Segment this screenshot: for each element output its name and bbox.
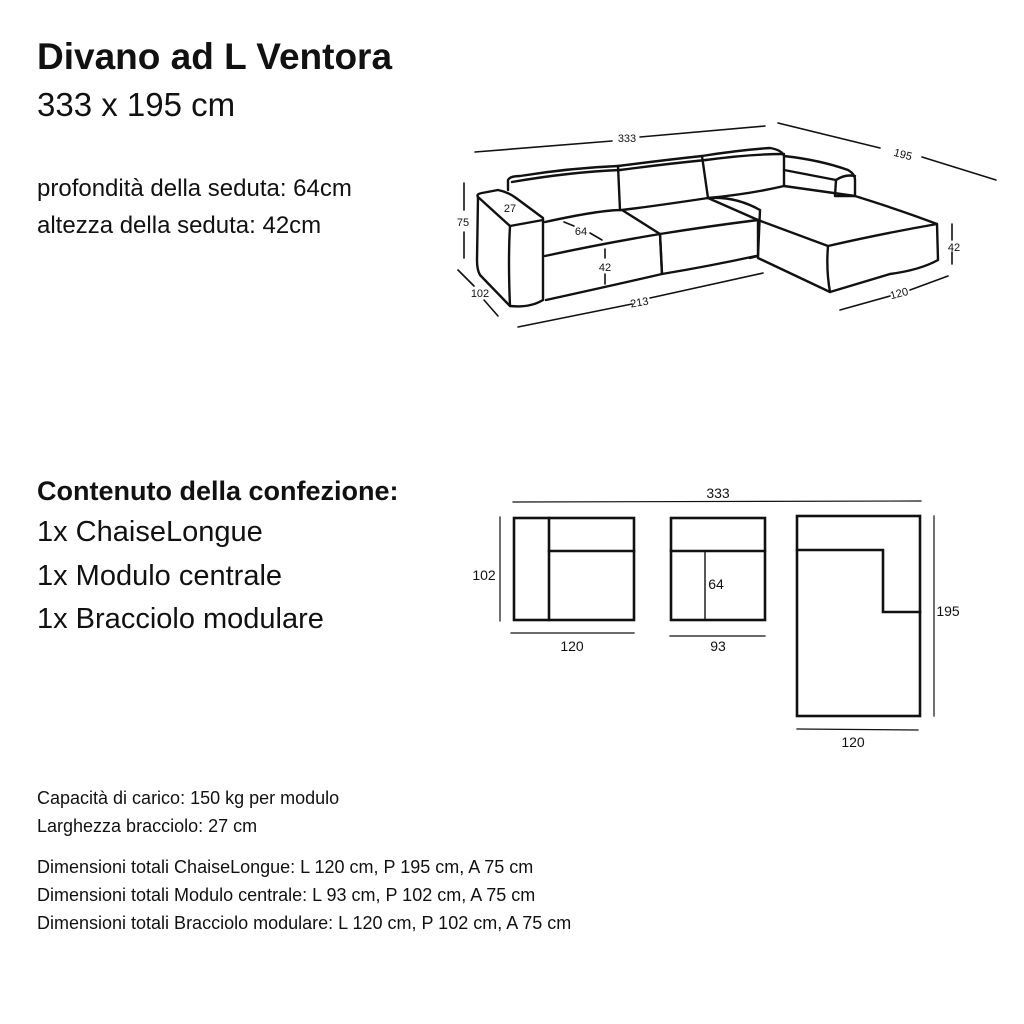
dim-sofa-width: 213 [629, 296, 649, 311]
package-item-chaise: 1x ChaiseLongue [37, 516, 263, 548]
dim-seat-height: 42 [599, 262, 611, 274]
dim-chaise-depth: 195 [892, 147, 913, 163]
product-size: 333 x 195 cm [37, 86, 236, 123]
plan-dim-central-seat-depth: 64 [708, 576, 724, 592]
plan-dim-chaise-width: 120 [841, 734, 865, 750]
seat-depth-spec: profondità della seduta: 64cm [37, 175, 352, 202]
plan-dim-chaise-depth: 195 [936, 603, 960, 619]
armrest-width-info: Larghezza bracciolo: 27 cm [37, 816, 258, 836]
dim-chaise-seat-height: 42 [948, 242, 960, 254]
plan-dim-armrest-depth: 102 [472, 567, 496, 583]
dim-armrest-width: 27 [504, 203, 516, 215]
plan-dim-central-width: 93 [710, 638, 726, 654]
package-item-central: 1x Modulo centrale [37, 560, 283, 592]
product-title: Divano ad L Ventora [37, 36, 393, 77]
dimensions-armrest: Dimensioni totali Bracciolo modulare: L … [37, 913, 572, 933]
package-title: Contenuto della confezione: [37, 476, 399, 506]
dim-depth: 102 [471, 288, 489, 300]
dimensions-chaise: Dimensioni totali ChaiseLongue: L 120 cm… [37, 857, 534, 877]
plan-dim-total-width: 333 [706, 485, 730, 501]
sofa-plan-drawing: 333 102 120 93 64 195 120 [472, 485, 960, 750]
package-item-armrest: 1x Bracciolo modulare [37, 603, 324, 635]
plan-dim-armrest-width: 120 [560, 638, 584, 654]
dim-height: 75 [457, 217, 469, 229]
dim-seat-depth: 64 [575, 226, 587, 238]
dim-total-width: 333 [618, 133, 636, 145]
dim-chaise-width: 120 [889, 286, 910, 302]
load-capacity: Capacità di carico: 150 kg per modulo [37, 788, 340, 808]
sofa-perspective-drawing: 333 195 75 27 64 42 102 213 120 42 [457, 122, 997, 328]
seat-height-spec: altezza della seduta: 42cm [37, 212, 322, 239]
dimensions-central: Dimensioni totali Modulo centrale: L 93 … [37, 885, 536, 905]
